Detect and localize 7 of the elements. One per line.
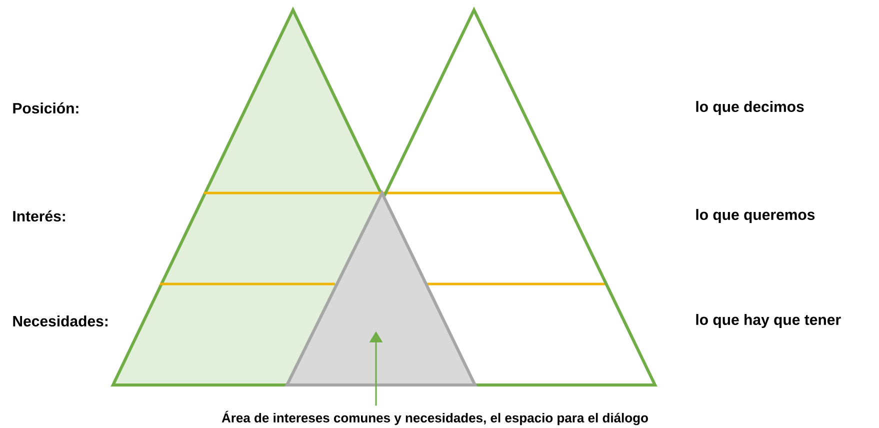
row-label: Interés: <box>13 210 65 222</box>
row-label: Necesidades: <box>13 315 108 326</box>
row-label: lo que hay que tener <box>696 314 841 328</box>
row-label: lo que queremos <box>696 209 815 223</box>
row-label: lo que decimos <box>696 101 804 115</box>
row-label: Posición: <box>13 102 78 114</box>
caption-text: Área de intereses comunes y necesidades, el espacio para el diálogo <box>222 410 648 426</box>
